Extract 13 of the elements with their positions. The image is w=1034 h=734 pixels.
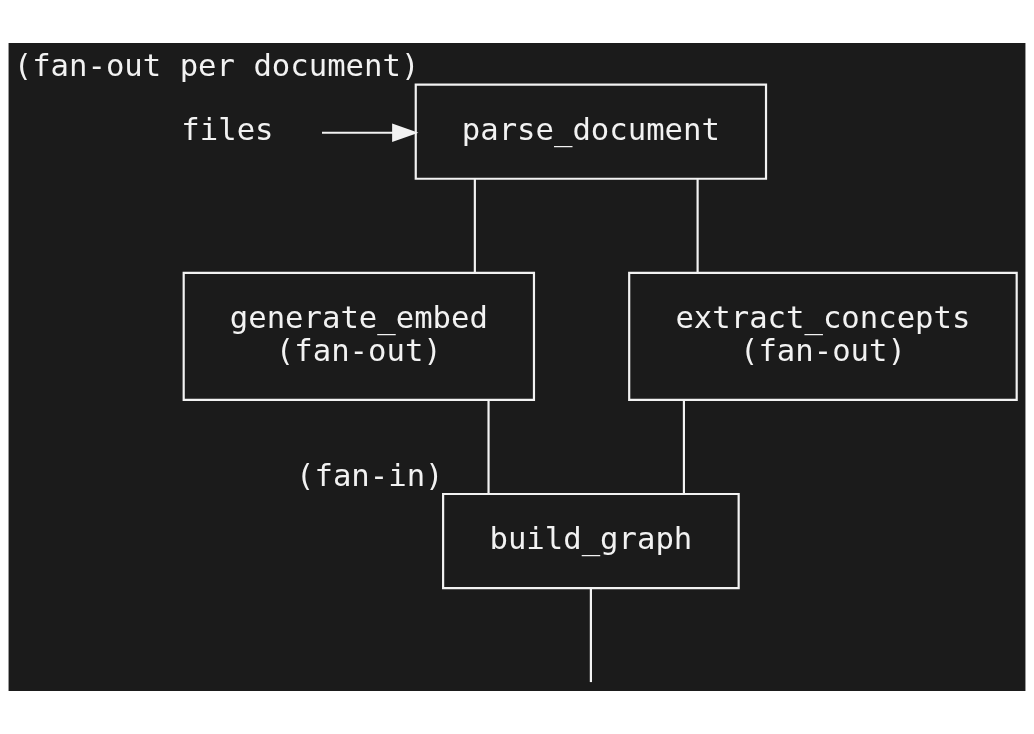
connector — [487, 400, 490, 494]
connector — [589, 588, 592, 683]
node-box: build_graph — [442, 492, 740, 590]
node-label: (fan-out per document) — [13, 48, 420, 84]
connector — [473, 179, 476, 273]
node-label: (fan-in) — [296, 457, 444, 493]
connector — [696, 179, 699, 273]
node-box: generate_embed (fan-out) — [182, 271, 536, 401]
node-text: files — [181, 111, 274, 147]
node-box: parse_document — [414, 83, 768, 180]
arrow — [322, 123, 419, 142]
connector — [682, 400, 686, 494]
node-box: extract_concepts (fan-out) — [628, 271, 1018, 401]
